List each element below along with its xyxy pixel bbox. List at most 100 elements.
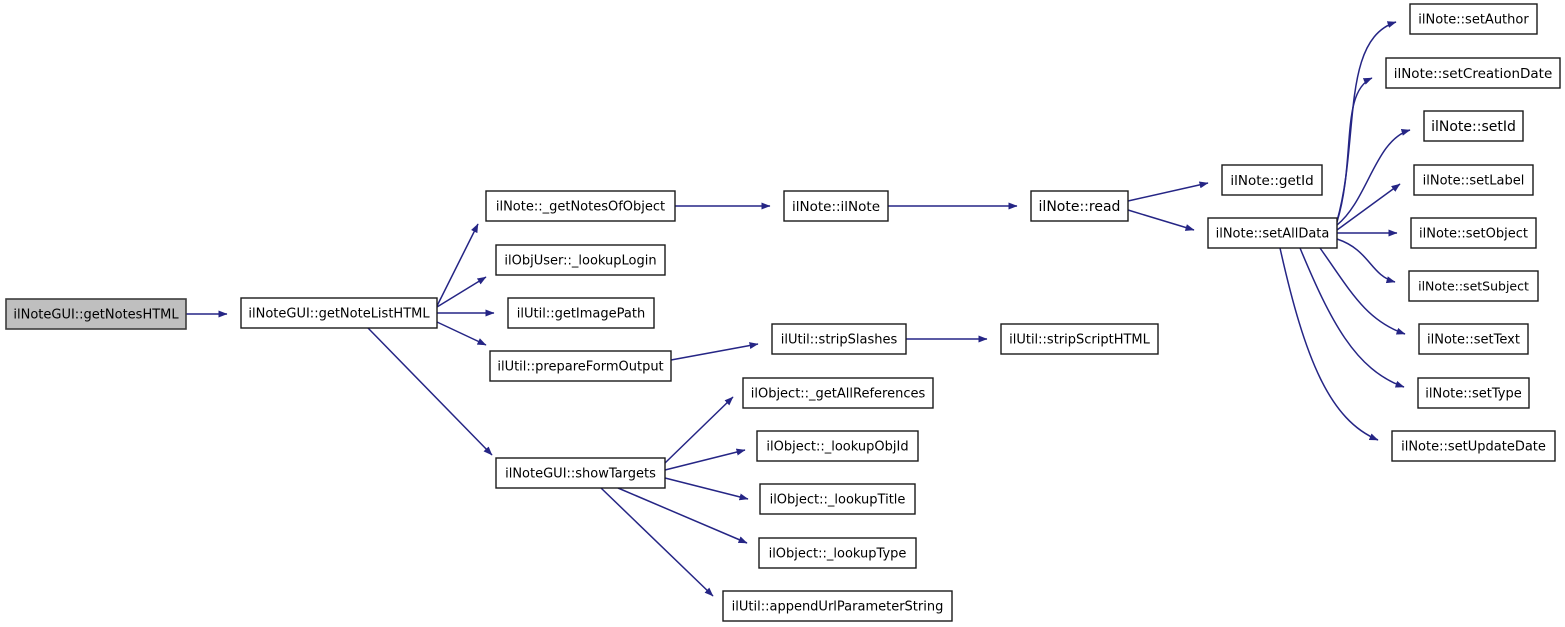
call-edge-getNoteListHTML-to-lookupLogin <box>436 276 487 308</box>
node-setSubject[interactable]: ilNote::setSubject <box>1408 270 1539 302</box>
node-label-stripScriptHTML: ilUtil::stripScriptHTML <box>1009 333 1151 348</box>
node-getImagePath[interactable]: ilUtil::getImagePath <box>507 297 655 329</box>
node-box-getNotesOfObject[interactable] <box>485 190 676 222</box>
node-setObject[interactable]: ilNote::setObject <box>1410 217 1537 249</box>
call-edge-setAllData-to-setAuthor <box>1336 21 1397 222</box>
node-prepareFormOutput[interactable]: ilUtil::prepareFormOutput <box>489 350 672 382</box>
node-box-lookupType[interactable] <box>758 537 917 569</box>
node-box-setId[interactable] <box>1423 110 1524 142</box>
node-setLabel[interactable]: ilNote::setLabel <box>1413 164 1534 196</box>
node-setText[interactable]: ilNote::setText <box>1418 323 1529 355</box>
node-box-read[interactable] <box>1030 190 1129 222</box>
node-label-stripSlashes: ilUtil::stripSlashes <box>781 333 898 348</box>
node-label-setAuthor: ilNote::setAuthor <box>1418 13 1529 28</box>
node-getNotesHTML[interactable]: ilNoteGUI::getNotesHTML <box>5 298 187 330</box>
node-setUpdateDate[interactable]: ilNote::setUpdateDate <box>1391 430 1556 462</box>
node-box-prepareFormOutput[interactable] <box>489 350 672 382</box>
node-getId[interactable]: ilNote::getId <box>1221 164 1323 196</box>
node-label-setSubject: ilNote::setSubject <box>1418 279 1529 294</box>
nodes-layer: ilNoteGUI::getNotesHTML ilNoteGUI::getNot… <box>5 3 1561 622</box>
call-edge-showTargets-to-appendUrlParameter <box>600 487 714 597</box>
node-label-getNotesHTML: ilNoteGUI::getNotesHTML <box>13 308 179 323</box>
node-box-setAllData[interactable] <box>1207 217 1338 249</box>
node-label-setUpdateDate: ilNote::setUpdateDate <box>1401 440 1546 455</box>
node-box-appendUrlParameter[interactable] <box>722 590 953 622</box>
node-getNotesOfObject[interactable]: ilNote::_getNotesOfObject <box>485 190 676 222</box>
node-stripSlashes[interactable]: ilUtil::stripSlashes <box>771 323 907 355</box>
node-box-getAllReferences[interactable] <box>742 377 934 409</box>
call-edge-setAllData-to-setType <box>1299 247 1405 388</box>
node-getNoteListHTML[interactable]: ilNoteGUI::getNoteListHTML <box>240 297 438 329</box>
node-label-read: ilNote::read <box>1039 199 1121 215</box>
node-box-getId[interactable] <box>1221 164 1323 196</box>
call-edge-read-to-setAllData <box>1127 209 1195 231</box>
node-box-setObject[interactable] <box>1410 217 1537 249</box>
node-ilNote[interactable]: ilNote::ilNote <box>783 190 889 222</box>
node-setAuthor[interactable]: ilNote::setAuthor <box>1409 3 1538 35</box>
node-box-setLabel[interactable] <box>1413 164 1534 196</box>
call-edge-prepareFormOutput-to-stripSlashes <box>670 342 759 361</box>
node-box-getNoteListHTML[interactable] <box>240 297 438 329</box>
node-label-setId: ilNote::setId <box>1431 119 1516 135</box>
call-edge-showTargets-to-getAllReferences <box>664 396 734 464</box>
node-label-getId: ilNote::getId <box>1230 173 1313 189</box>
node-label-getImagePath: ilUtil::getImagePath <box>517 307 645 322</box>
node-box-setType[interactable] <box>1417 377 1530 409</box>
node-lookupType[interactable]: ilObject::_lookupType <box>758 537 917 569</box>
node-setType[interactable]: ilNote::setType <box>1417 377 1530 409</box>
call-edge-setAllData-to-setId <box>1336 128 1411 226</box>
node-getAllReferences[interactable]: ilObject::_getAllReferences <box>742 377 934 409</box>
node-box-lookupLogin[interactable] <box>495 244 666 276</box>
node-box-lookupTitle[interactable] <box>759 483 916 515</box>
call-edge-setAllData-to-setUpdateDate <box>1279 247 1379 441</box>
node-setCreationDate[interactable]: ilNote::setCreationDate <box>1385 57 1561 89</box>
node-read[interactable]: ilNote::read <box>1030 190 1129 222</box>
node-label-getNotesOfObject: ilNote::_getNotesOfObject <box>496 200 665 215</box>
node-box-setAuthor[interactable] <box>1409 3 1538 35</box>
call-edge-setAllData-to-setCreationDate <box>1336 77 1373 223</box>
edges-layer <box>186 21 1411 597</box>
node-box-lookupObjId[interactable] <box>756 430 919 462</box>
node-appendUrlParameter[interactable]: ilUtil::appendUrlParameterString <box>722 590 953 622</box>
node-label-showTargets: ilNoteGUI::showTargets <box>505 467 656 482</box>
node-setId[interactable]: ilNote::setId <box>1423 110 1524 142</box>
node-showTargets[interactable]: ilNoteGUI::showTargets <box>495 457 666 489</box>
node-label-lookupLogin: ilObjUser::_lookupLogin <box>504 254 656 269</box>
node-setAllData[interactable]: ilNote::setAllData <box>1207 217 1338 249</box>
call-edge-read-to-getId <box>1127 181 1209 202</box>
node-label-ilNote: ilNote::ilNote <box>792 199 880 215</box>
node-lookupObjId[interactable]: ilObject::_lookupObjId <box>756 430 919 462</box>
node-box-getImagePath[interactable] <box>507 297 655 329</box>
call-edge-getNoteListHTML-to-getNotesOfObject <box>436 223 479 307</box>
node-box-setUpdateDate[interactable] <box>1391 430 1556 462</box>
node-box-ilNote[interactable] <box>783 190 889 222</box>
node-label-setText: ilNote::setText <box>1427 333 1520 348</box>
node-label-setObject: ilNote::setObject <box>1419 227 1528 242</box>
call-edge-getNoteListHTML-to-showTargets <box>367 327 493 456</box>
node-box-setText[interactable] <box>1418 323 1529 355</box>
node-label-lookupTitle: ilObject::_lookupTitle <box>770 493 906 508</box>
node-label-lookupObjId: ilObject::_lookupObjId <box>766 440 908 455</box>
node-label-prepareFormOutput: ilUtil::prepareFormOutput <box>497 360 663 375</box>
node-label-setLabel: ilNote::setLabel <box>1423 174 1525 189</box>
call-edge-setAllData-to-setSubject <box>1336 238 1396 284</box>
call-edge-setAllData-to-setText <box>1319 247 1406 335</box>
call-edge-showTargets-to-lookupTitle <box>664 477 749 501</box>
node-box-stripSlashes[interactable] <box>771 323 907 355</box>
node-box-showTargets[interactable] <box>495 457 666 489</box>
node-box-setSubject[interactable] <box>1408 270 1539 302</box>
node-lookupTitle[interactable]: ilObject::_lookupTitle <box>759 483 916 515</box>
node-label-getNoteListHTML: ilNoteGUI::getNoteListHTML <box>248 307 430 322</box>
node-stripScriptHTML[interactable]: ilUtil::stripScriptHTML <box>1000 323 1159 355</box>
node-label-getAllReferences: ilObject::_getAllReferences <box>751 387 926 402</box>
node-box-stripScriptHTML[interactable] <box>1000 323 1159 355</box>
node-box-setCreationDate[interactable] <box>1385 57 1561 89</box>
node-label-setCreationDate: ilNote::setCreationDate <box>1394 66 1553 82</box>
node-box-getNotesHTML[interactable] <box>5 298 187 330</box>
node-lookupLogin[interactable]: ilObjUser::_lookupLogin <box>495 244 666 276</box>
node-label-lookupType: ilObject::_lookupType <box>769 547 907 562</box>
node-label-appendUrlParameter: ilUtil::appendUrlParameterString <box>732 600 944 615</box>
node-label-setType: ilNote::setType <box>1425 387 1521 402</box>
